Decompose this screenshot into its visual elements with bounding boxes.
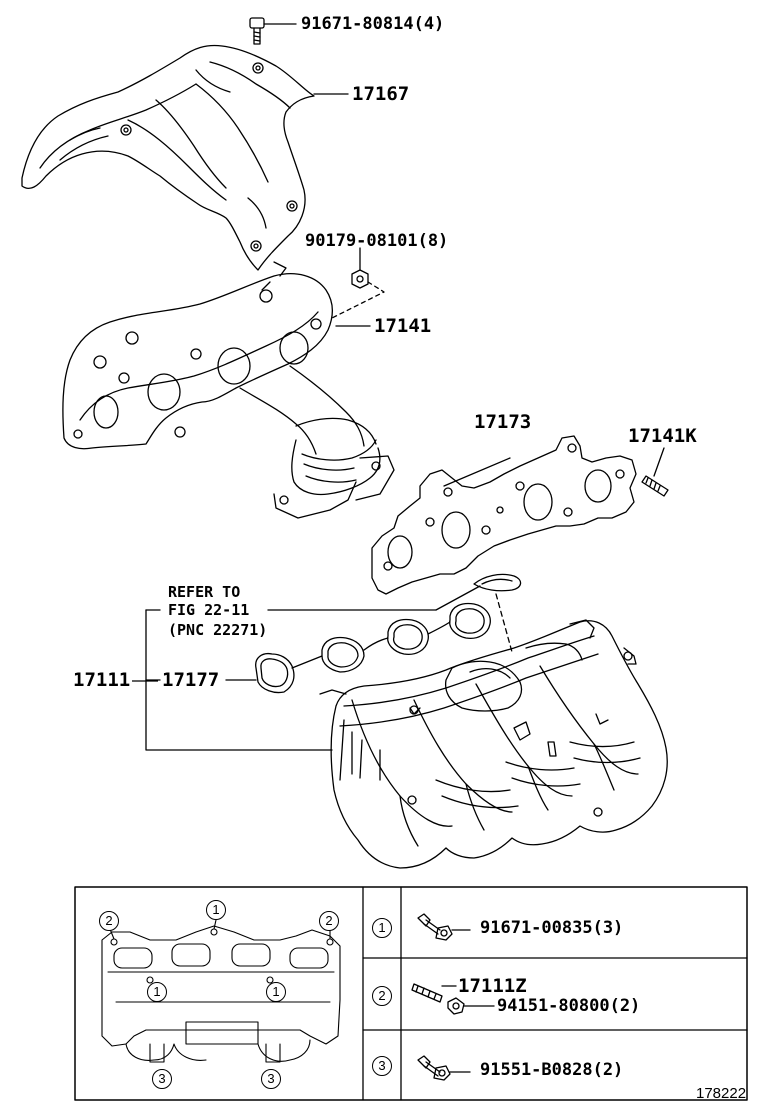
- legend-thumb-callout-2-left: 2: [99, 911, 119, 931]
- legend-row-3-marker: 3: [372, 1056, 392, 1076]
- intake-manifold-gasket-set: [255, 573, 522, 694]
- label-17173: 17173: [474, 411, 532, 433]
- legend-bolt-1-icon: [417, 913, 471, 941]
- legend-row-2-part: 94151-80800(2): [497, 996, 641, 1016]
- label-17167: 17167: [352, 83, 410, 105]
- legend-thumb-callout-3-right: 3: [261, 1069, 281, 1089]
- label-17141k: 17141K: [628, 425, 697, 447]
- legend-row-2-part-top: 17111Z: [458, 975, 527, 997]
- label-17111: 17111: [73, 669, 131, 691]
- legend-thumb-callout-1-right: 1: [266, 982, 286, 1002]
- label-17141: 17141: [374, 315, 432, 337]
- legend-thumb-callout-1-left: 1: [147, 982, 167, 1002]
- legend-row-3-part: 91551-B0828(2): [480, 1060, 624, 1080]
- legend-row-2-marker: 2: [372, 986, 392, 1006]
- label-17177: 17177: [162, 669, 220, 691]
- exhaust-manifold: [62, 261, 395, 519]
- exhaust-manifold-stud: [641, 447, 669, 497]
- legend-stud-nut-icon: [411, 983, 495, 1015]
- refer-pnc-text: (PNC 22271): [168, 621, 268, 639]
- legend-row-1-marker: 1: [372, 918, 392, 938]
- legend-thumb-callout-3-left: 3: [152, 1069, 172, 1089]
- label-90179-08101: 90179-08101(8): [305, 231, 449, 251]
- refer-fig-text: FIG 22-11: [168, 601, 250, 619]
- legend-manifold-thumbnail: [101, 919, 341, 1063]
- legend-row-1-part: 91671-00835(3): [480, 918, 624, 938]
- legend-thumb-callout-2-right: 2: [319, 911, 339, 931]
- exhaust-manifold-gasket: [371, 435, 637, 595]
- figure-number: 178222: [696, 1085, 747, 1102]
- legend-bolt-3-icon: [417, 1055, 471, 1081]
- exhaust-manifold-heat-insulator: [21, 44, 349, 271]
- legend-thumb-callout-1-top: 1: [206, 900, 226, 920]
- heat-insulator-bolt: [249, 17, 297, 45]
- refer-to-bracket: [145, 585, 481, 751]
- legend-table: [74, 886, 748, 1101]
- manifold-stud-nut: [331, 247, 385, 319]
- intake-manifold: [319, 619, 668, 869]
- label-91671-80814: 91671-80814(4): [301, 14, 445, 34]
- refer-to-text: REFER TO: [168, 583, 241, 601]
